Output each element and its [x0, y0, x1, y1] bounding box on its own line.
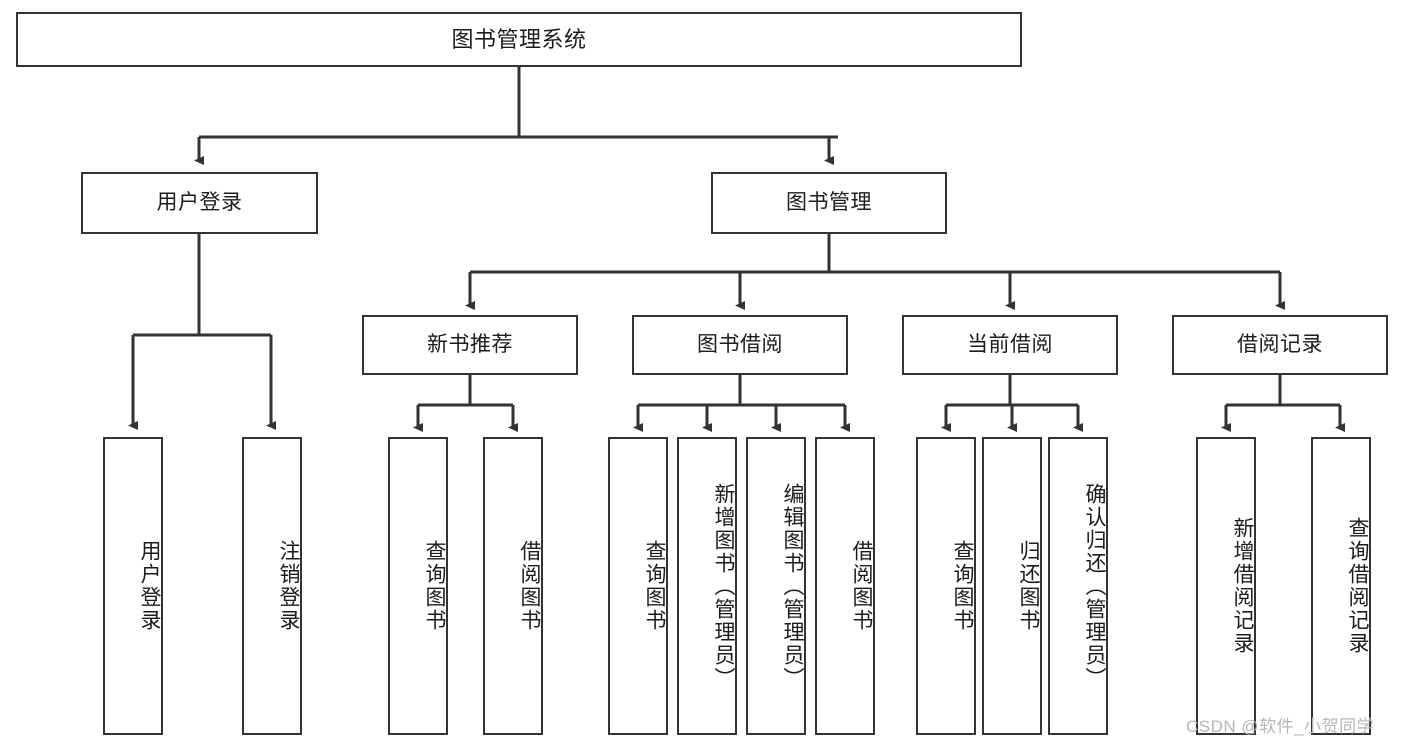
node-label: 借阅图书: [850, 540, 873, 632]
node-label: 借阅图书: [518, 540, 541, 632]
node-label: 图书管理系统: [451, 26, 587, 52]
node-label: 图书借阅: [697, 332, 783, 356]
node-borrow-record[interactable]: 借阅记录: [1172, 315, 1388, 375]
node-label: 新增图书（管理员）: [712, 482, 735, 690]
leaf-current-borrow-return-book[interactable]: 归还图书: [982, 437, 1042, 735]
node-user-login[interactable]: 用户登录: [81, 172, 318, 234]
leaf-borrow-record-add-record[interactable]: 新增借阅记录: [1196, 437, 1256, 735]
node-label: 查询图书: [951, 540, 974, 632]
leaf-book-borrow-add-book-admin[interactable]: 新增图书（管理员）: [677, 437, 737, 735]
node-label: 编辑图书（管理员）: [781, 482, 804, 690]
leaf-book-borrow-borrow-book[interactable]: 借阅图书: [815, 437, 875, 735]
leaf-book-borrow-query-book[interactable]: 查询图书: [608, 437, 668, 735]
leaf-current-borrow-confirm-return-admin[interactable]: 确认归还（管理员）: [1048, 437, 1108, 735]
node-new-book-recommend[interactable]: 新书推荐: [362, 315, 578, 375]
node-label: 新书推荐: [427, 332, 513, 356]
node-label: 注销登录: [277, 540, 300, 632]
leaf-current-borrow-query-book[interactable]: 查询图书: [916, 437, 976, 735]
node-label: 确认归还（管理员）: [1083, 482, 1106, 690]
node-label: 用户登录: [138, 540, 161, 632]
node-book-management[interactable]: 图书管理: [711, 172, 947, 234]
leaf-book-borrow-edit-book-admin[interactable]: 编辑图书（管理员）: [746, 437, 806, 735]
node-label: 查询借阅记录: [1346, 517, 1369, 655]
node-label: 查询图书: [643, 540, 666, 632]
leaf-user-login-login[interactable]: 用户登录: [103, 437, 163, 735]
node-label: 新增借阅记录: [1231, 517, 1254, 655]
node-label: 图书管理: [786, 190, 872, 214]
leaf-borrow-record-query-record[interactable]: 查询借阅记录: [1311, 437, 1371, 735]
watermark: CSDN @软件_小贺同学: [1186, 717, 1375, 736]
node-label: 用户登录: [156, 190, 243, 214]
node-book-borrow[interactable]: 图书借阅: [632, 315, 848, 375]
node-label: 当前借阅: [967, 332, 1053, 356]
node-label: 归还图书: [1017, 540, 1040, 632]
leaf-user-login-logout[interactable]: 注销登录: [242, 437, 302, 735]
leaf-new-book-query-book[interactable]: 查询图书: [388, 437, 448, 735]
node-label: 借阅记录: [1237, 332, 1323, 356]
node-label: 查询图书: [423, 540, 446, 632]
node-root-book-management-system[interactable]: 图书管理系统: [16, 12, 1022, 67]
leaf-new-book-borrow-book[interactable]: 借阅图书: [483, 437, 543, 735]
node-current-borrow[interactable]: 当前借阅: [902, 315, 1118, 375]
